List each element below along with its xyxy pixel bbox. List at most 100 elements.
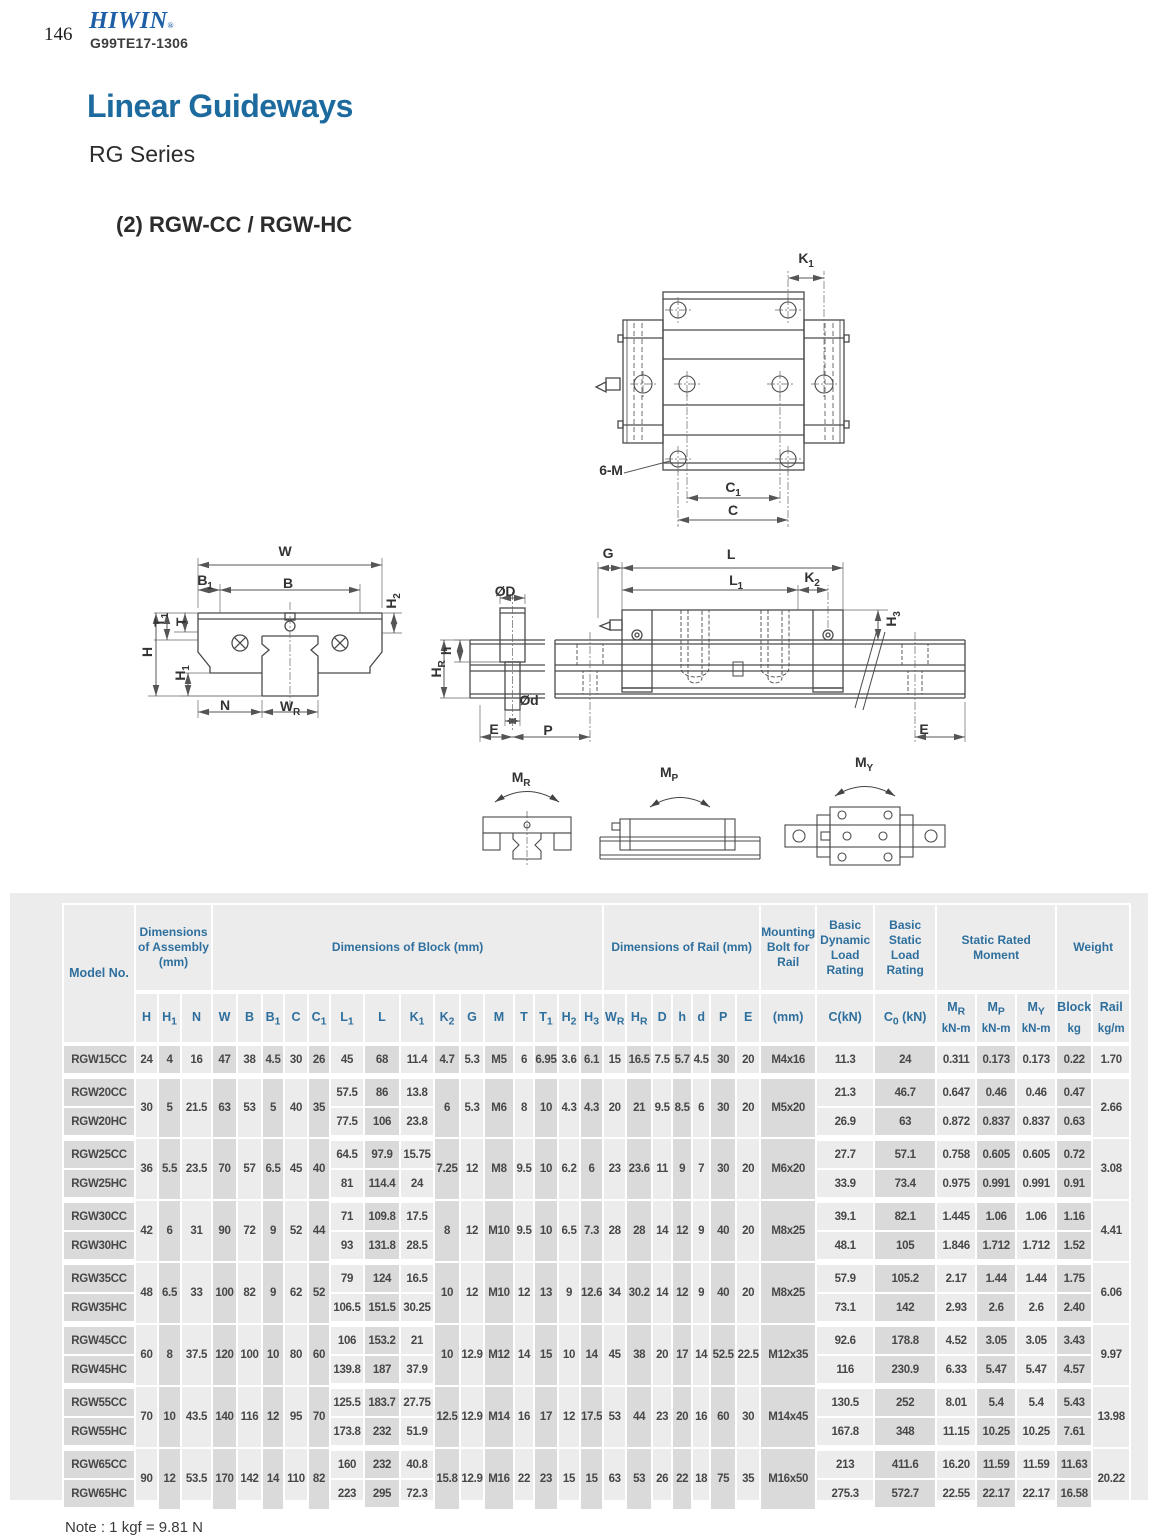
cell-C: 40: [283, 1075, 309, 1139]
cell-block-kg: 1.16: [1055, 1199, 1094, 1232]
cell-d: 16: [691, 1385, 712, 1449]
cell-C0-stat: 252: [873, 1385, 938, 1418]
cell-MR: 1.846: [935, 1230, 978, 1265]
cell-E: 22.5: [735, 1323, 762, 1387]
cell-K1: 28.5: [399, 1230, 435, 1265]
cell-K1: 30.25: [399, 1292, 435, 1327]
cell-h: 17: [671, 1323, 694, 1387]
cell-B1: 12: [261, 1385, 285, 1449]
column-header-P: P: [709, 991, 738, 1046]
cell-H: 24: [134, 1043, 159, 1079]
dim-label-w: W: [278, 543, 292, 559]
cell-h: 9: [671, 1137, 694, 1201]
cell-C1: 40: [307, 1137, 331, 1201]
cell-MY: 0.46: [1015, 1075, 1058, 1108]
cell-L1: 81: [329, 1168, 365, 1203]
cell-L1: 125.5: [329, 1385, 365, 1418]
cell-MY: 11.59: [1015, 1447, 1058, 1480]
block-outline: [594, 291, 850, 471]
cell-T1: 15: [533, 1323, 559, 1387]
cell-rail-kgm: 9.97: [1091, 1323, 1132, 1387]
cell-C0-stat: 348: [873, 1416, 938, 1451]
cell-bolt: M16x50: [759, 1447, 818, 1511]
cell-C0-stat: 572.7: [873, 1478, 938, 1513]
cell-C-dyn: 39.1: [815, 1199, 876, 1232]
dim-label-h1: H1: [172, 665, 192, 681]
cell-M: M8: [483, 1137, 515, 1201]
group-header-3: Dimensions of Rail (mm): [602, 903, 762, 994]
cell-B: 100: [236, 1323, 263, 1387]
cell-M: M10: [483, 1199, 515, 1263]
cell-model: RGW45CC: [62, 1323, 136, 1356]
cell-W: 63: [211, 1075, 238, 1139]
cell-B1: 10: [261, 1323, 285, 1387]
cell-W: 170: [211, 1447, 238, 1511]
cell-P: 30: [709, 1075, 738, 1139]
cell-HR: 28: [625, 1199, 654, 1263]
cell-MP: 3.05: [975, 1323, 1018, 1356]
cell-H3: 14: [578, 1323, 605, 1387]
registered-mark-icon: ®: [167, 21, 175, 30]
cell-T1: 6.95: [533, 1043, 559, 1079]
cell-WR: 63: [602, 1447, 628, 1511]
cell-L: 131.8: [363, 1230, 401, 1265]
cell-L1: 45: [329, 1043, 365, 1079]
cell-block-kg: 1.52: [1055, 1230, 1094, 1265]
grease-nipple: [594, 377, 621, 394]
cell-block-kg: 0.72: [1055, 1137, 1094, 1170]
cell-bolt: M12x35: [759, 1323, 818, 1387]
cell-model: RGW45HC: [62, 1354, 136, 1389]
cell-C0-stat: 82.1: [873, 1199, 938, 1232]
column-header-W: W: [211, 991, 238, 1046]
cell-WR: 20: [602, 1075, 628, 1139]
dim-label-wr: WR: [279, 698, 301, 718]
cell-K1: 11.4: [399, 1043, 435, 1079]
cell-H2: 10: [557, 1323, 581, 1387]
cell-B1: 9: [261, 1199, 285, 1263]
cell-L: 295: [363, 1478, 401, 1513]
cell-rail-kgm: 4.41: [1091, 1199, 1132, 1263]
cell-MP: 22.17: [975, 1478, 1018, 1513]
cell-d: 7: [691, 1137, 712, 1201]
cell-C-dyn: 116: [815, 1354, 876, 1389]
column-header-D: D: [651, 991, 674, 1046]
cell-W: 90: [211, 1199, 238, 1263]
cell-rail-kgm: 13.98: [1091, 1385, 1132, 1449]
page-title: Linear Guideways: [87, 88, 353, 124]
cell-B: 72: [236, 1199, 263, 1263]
column-header-N: N: [180, 991, 213, 1046]
group-header-5: Basic Dynamic Load Rating: [815, 903, 876, 994]
column-header-E: E: [735, 991, 762, 1046]
cell-MR: 4.52: [935, 1323, 978, 1356]
cell-MR: 0.311: [935, 1043, 978, 1079]
cell-D: 14: [651, 1261, 674, 1325]
cell-C0-stat: 105: [873, 1230, 938, 1265]
dim-label-t: T: [173, 617, 189, 627]
cell-WR: 23: [602, 1137, 628, 1201]
cell-L: 97.9: [363, 1137, 401, 1170]
cell-L: 187: [363, 1354, 401, 1389]
brand-text: HIWIN: [89, 8, 168, 34]
cell-B: 53: [236, 1075, 263, 1139]
column-header-B1: B1: [261, 991, 285, 1046]
cell-rail-kgm: 1.70: [1091, 1043, 1132, 1079]
cell-L: 232: [363, 1447, 401, 1480]
cell-N: 43.5: [180, 1385, 213, 1449]
cell-rail-kgm: 3.08: [1091, 1137, 1132, 1201]
spec-panel: Model No.Dimensions of Assembly (mm)Dime…: [10, 893, 1148, 1536]
cell-K1: 23.8: [399, 1106, 435, 1141]
cell-C-dyn: 92.6: [815, 1323, 876, 1356]
cell-B1: 5: [261, 1075, 285, 1139]
column-header-T: T: [513, 991, 535, 1046]
cell-H: 42: [134, 1199, 159, 1263]
cell-C0-stat: 178.8: [873, 1323, 938, 1356]
cell-T: 8: [513, 1075, 535, 1139]
cell-K1: 27.75: [399, 1385, 435, 1418]
cell-L1: 79: [329, 1261, 365, 1294]
cell-H: 36: [134, 1137, 159, 1201]
cell-L1: 106: [329, 1323, 365, 1356]
